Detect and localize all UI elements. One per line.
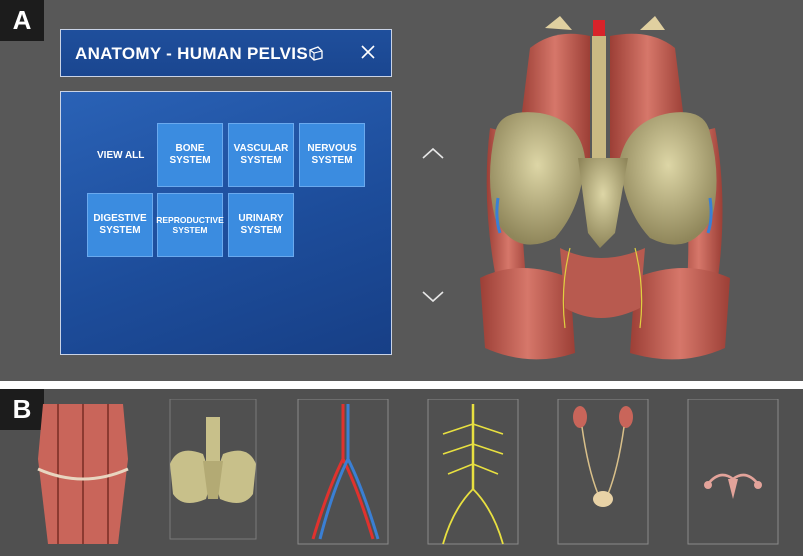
panel-b: B (0, 389, 803, 556)
chevron-down-icon[interactable] (421, 290, 445, 304)
pelvis-3d-model[interactable] (460, 8, 760, 368)
system-menu: VIEW ALL BONE SYSTEM VASCULAR SYSTEM NER… (60, 91, 392, 355)
nervous-system-thumb[interactable] (418, 399, 528, 549)
skeletal-system-thumb[interactable] (158, 399, 268, 549)
view-all-button[interactable]: VIEW ALL (97, 150, 145, 161)
chevron-up-icon[interactable] (421, 146, 445, 160)
title-window: ANATOMY - HUMAN PELVIS (60, 29, 392, 77)
urinary-system-thumb[interactable] (548, 399, 658, 549)
panel-label-a: A (0, 0, 44, 41)
panel-a: A ANATOMY - HUMAN PELVIS VIEW ALL BONE S… (0, 0, 803, 381)
tile-vascular-system[interactable]: VASCULAR SYSTEM (228, 123, 294, 187)
muscular-system-thumb[interactable] (28, 399, 138, 549)
tile-digestive-system[interactable]: DIGESTIVE SYSTEM (87, 193, 153, 257)
tile-nervous-system[interactable]: NERVOUS SYSTEM (299, 123, 365, 187)
panel-label-b: B (0, 389, 44, 430)
cube-icon[interactable] (307, 44, 325, 62)
close-icon[interactable] (359, 43, 377, 61)
tile-reproductive-system[interactable]: REPRODUCTIVE SYSTEM (156, 193, 224, 257)
reproductive-system-thumb[interactable] (678, 399, 788, 549)
vascular-system-thumb[interactable] (288, 399, 398, 549)
tile-urinary-system[interactable]: URINARY SYSTEM (228, 193, 294, 257)
window-title: ANATOMY - HUMAN PELVIS (75, 44, 308, 63)
tile-bone-system[interactable]: BONE SYSTEM (157, 123, 223, 187)
